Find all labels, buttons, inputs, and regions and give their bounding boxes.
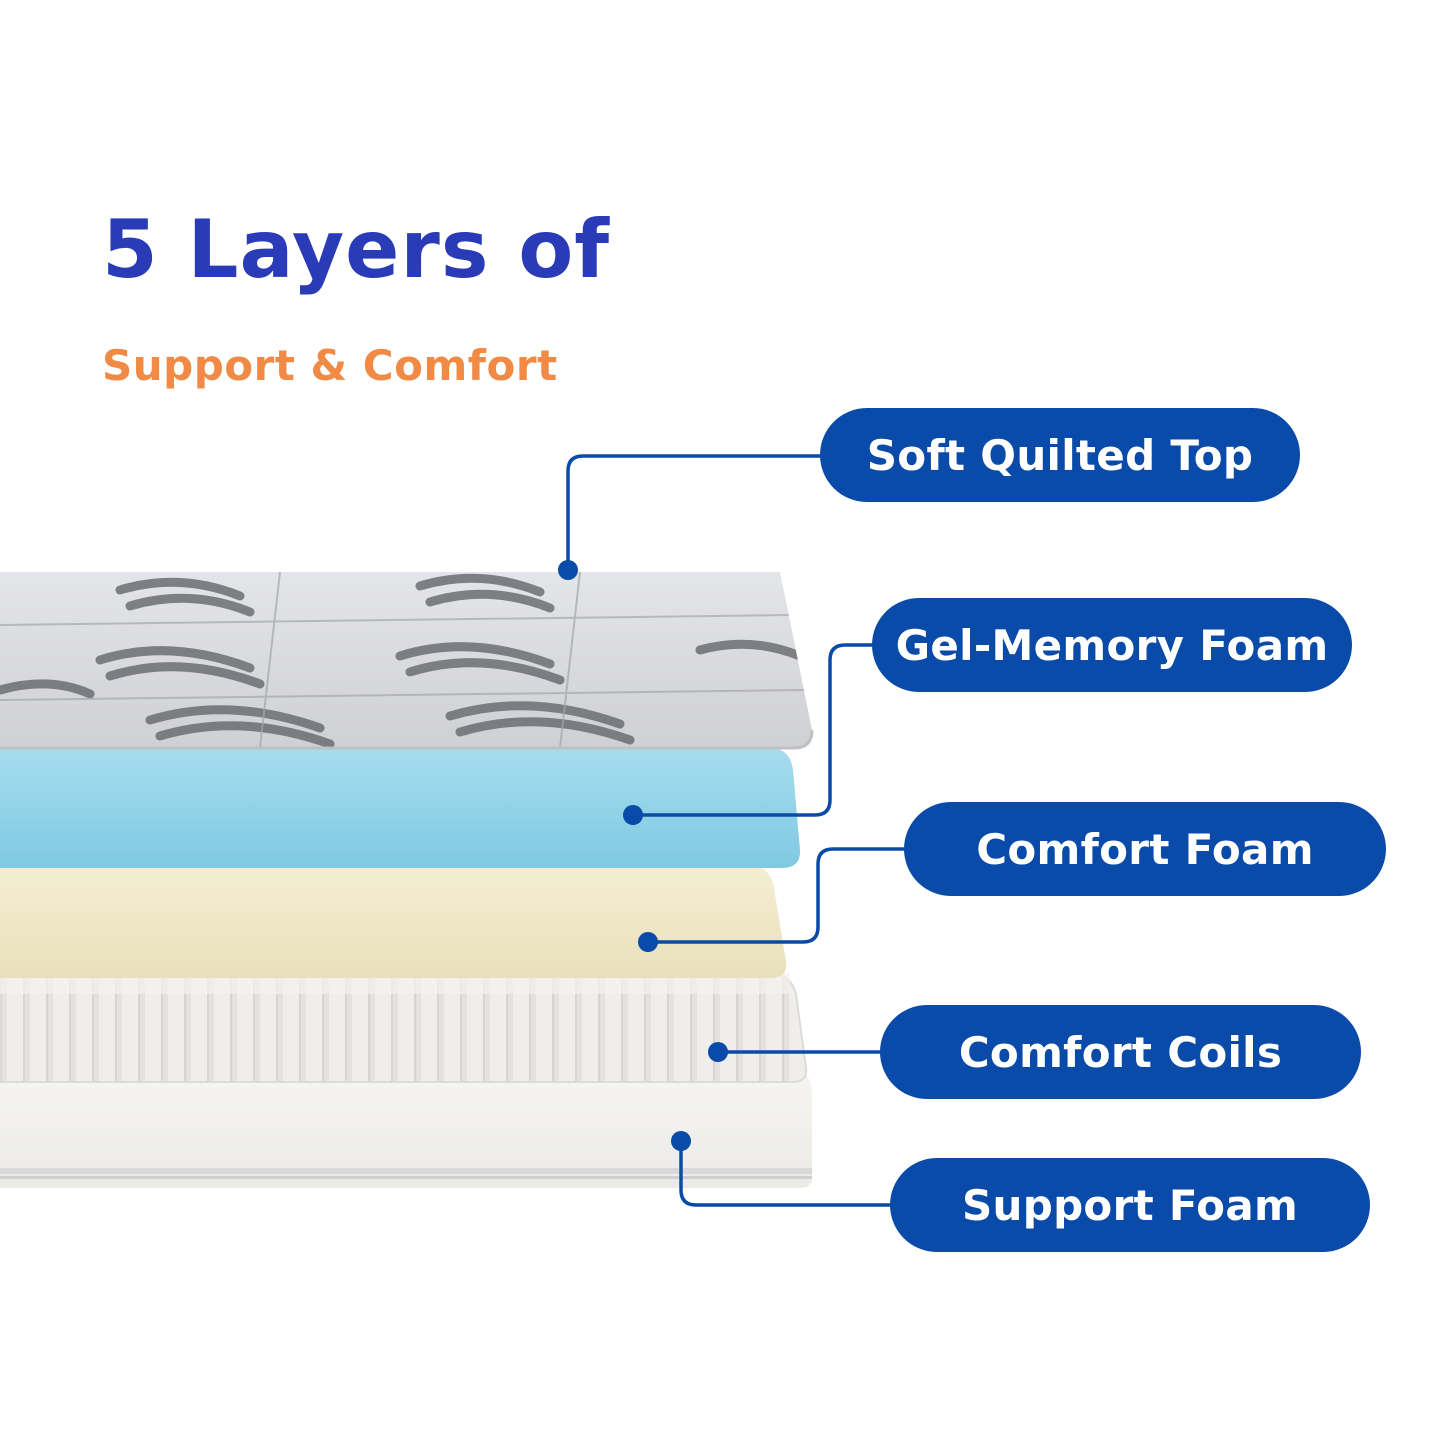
marker-comfort-coils xyxy=(708,1042,728,1062)
gel-memory-foam-layer xyxy=(0,748,801,868)
label-comfort-foam: Comfort Foam xyxy=(904,802,1386,896)
page-subtitle: Support & Comfort xyxy=(102,341,558,390)
connector-soft-quilted-top xyxy=(566,454,822,570)
support-foam-layer xyxy=(0,1070,812,1188)
connector-comfort-foam xyxy=(648,847,906,944)
label-gel-memory-foam: Gel-Memory Foam xyxy=(872,598,1352,692)
marker-gel-memory-foam xyxy=(623,805,643,825)
marker-support-foam xyxy=(671,1131,691,1151)
label-text-support-foam: Support Foam xyxy=(961,1180,1299,1230)
page-title: 5 Layers of xyxy=(102,203,611,296)
label-text-comfort-foam: Comfort Foam xyxy=(976,824,1314,874)
comfort-foam-layer xyxy=(0,864,787,978)
marker-soft-quilted-top xyxy=(558,560,578,580)
label-text-comfort-coils: Comfort Coils xyxy=(958,1027,1283,1077)
label-comfort-coils: Comfort Coils xyxy=(880,1005,1361,1099)
soft-quilted-top-layer xyxy=(0,572,814,750)
connector-gel-memory-foam xyxy=(633,643,874,817)
marker-comfort-foam xyxy=(638,932,658,952)
label-text-soft-quilted-top: Soft Quilted Top xyxy=(866,430,1254,480)
label-text-gel-memory-foam: Gel-Memory Foam xyxy=(895,620,1329,670)
connector-support-foam xyxy=(679,1141,892,1207)
label-soft-quilted-top: Soft Quilted Top xyxy=(820,408,1300,502)
comfort-coils-layer xyxy=(0,971,808,1083)
label-support-foam: Support Foam xyxy=(890,1158,1370,1252)
